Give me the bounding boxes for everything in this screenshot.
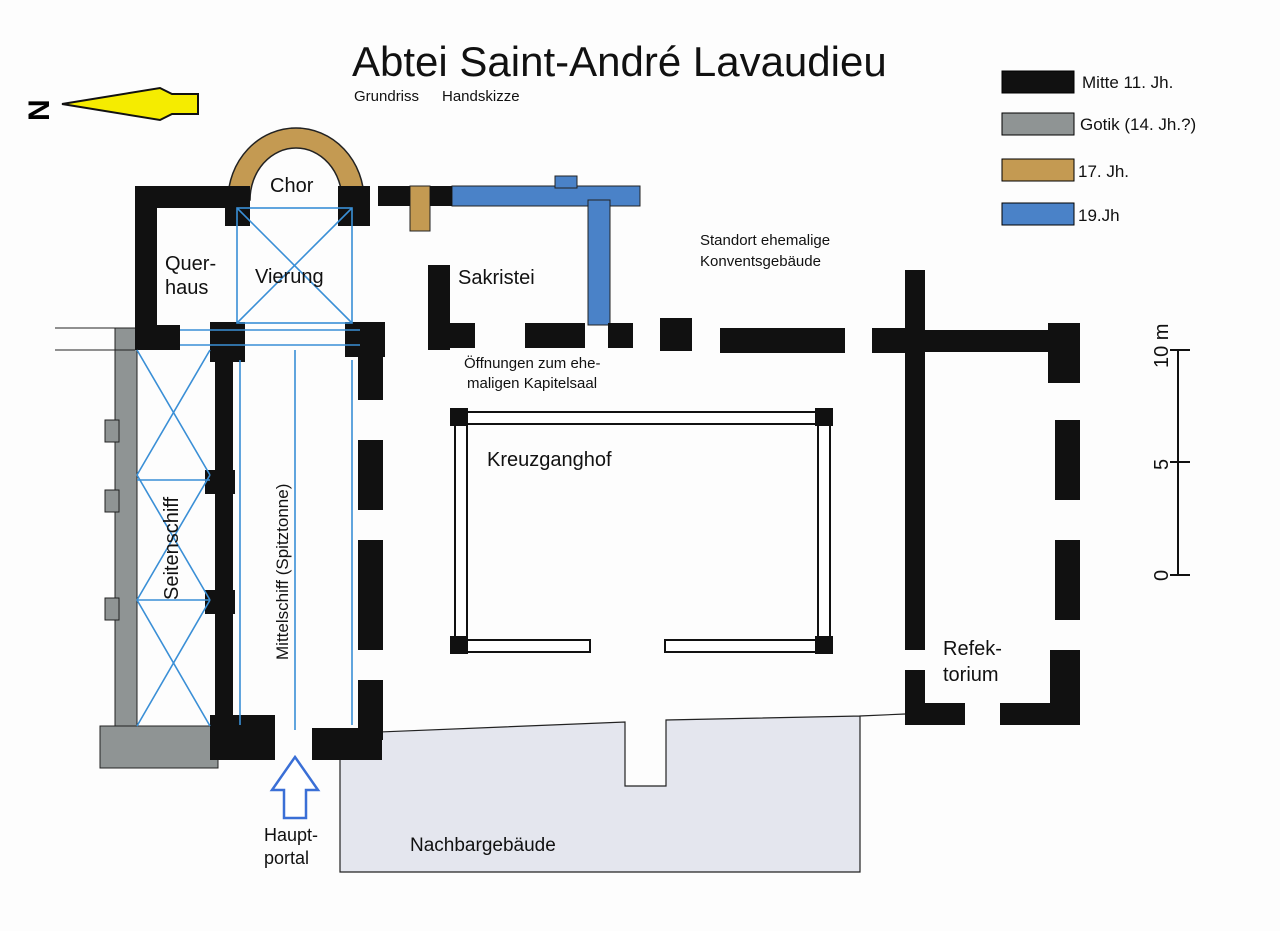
seitenschiff-walls	[99, 327, 219, 769]
label-chor: Chor	[270, 175, 314, 197]
label-vierung: Vierung	[255, 266, 324, 288]
scale-label-5: 5	[1151, 459, 1173, 470]
legend-swatch-19jh	[1001, 202, 1075, 226]
legend-label: Gotik (14. Jh.?)	[1080, 115, 1196, 134]
label-konvent-1: Standort ehemalige	[700, 232, 830, 249]
legend: Mitte 11. Jh. Gotik (14. Jh.?) 17. Jh. 1…	[1001, 70, 1196, 226]
label-seitenschiff: Seitenschiff	[161, 497, 183, 600]
scale-label-10m: 10 m	[1151, 324, 1173, 368]
subtitle-handskizze: Handskizze	[442, 88, 520, 105]
subtitle-grundriss: Grundriss	[354, 88, 419, 105]
label-querhaus-1: Quer-	[165, 253, 216, 275]
label-refektorium-1: Refek-	[943, 638, 1002, 660]
label-kapitelsaal-1: Öffnungen zum ehe-	[464, 354, 600, 372]
north-label: N	[23, 99, 56, 121]
label-kreuzganghof: Kreuzganghof	[487, 449, 612, 471]
north-arrow-icon	[61, 86, 199, 122]
label-querhaus-2: haus	[165, 277, 208, 299]
label-konvent-2: Konventsgebäude	[700, 253, 821, 270]
label-hauptportal-2: portal	[264, 848, 309, 868]
label-hauptportal-1: Haupt-	[264, 825, 318, 845]
legend-swatch-gotik	[1001, 112, 1075, 136]
label-nachbargebaeude: Nachbargebäude	[410, 835, 556, 856]
label-kapitelsaal-2: maligen Kapitelsaal	[467, 375, 597, 392]
scale-label-0: 0	[1151, 570, 1173, 581]
legend-label: Mitte 11. Jh.	[1082, 73, 1173, 92]
kreuzgang-arcade	[450, 408, 833, 654]
plan-title: Abtei Saint-André Lavaudieu	[352, 38, 887, 85]
label-refektorium-2: torium	[943, 664, 999, 686]
vault-lines	[136, 207, 360, 730]
legend-swatch-17jh	[1001, 158, 1075, 182]
label-mittelschiff: Mittelschiff (Spitztonne)	[273, 484, 292, 660]
sakristei-19jh-walls	[451, 175, 641, 326]
romanesque-walls	[135, 186, 1080, 760]
legend-label: 19.Jh	[1078, 206, 1120, 225]
scale-bar: 10 m 5 0	[1151, 324, 1190, 581]
legend-swatch-11jh	[1001, 70, 1075, 94]
hauptportal-arrow-icon	[269, 754, 321, 820]
legend-label: 17. Jh.	[1078, 162, 1129, 181]
label-sakristei: Sakristei	[458, 267, 535, 289]
